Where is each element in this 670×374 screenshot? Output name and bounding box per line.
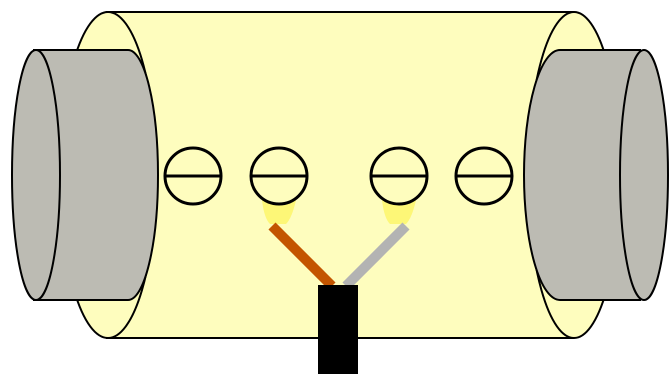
right-pipe-shell xyxy=(523,49,641,301)
slotted-screw-icon xyxy=(163,146,223,206)
right-pipe xyxy=(523,49,669,301)
right-pipe-face xyxy=(619,49,669,301)
screws xyxy=(163,146,514,206)
left-pipe-shell xyxy=(33,49,159,301)
terminal-pad-right xyxy=(382,200,416,224)
wire-grey xyxy=(342,222,410,290)
wires xyxy=(268,222,410,290)
left-pipe xyxy=(11,49,159,301)
terminal-pad-left xyxy=(262,200,296,224)
slotted-screw-icon xyxy=(369,146,429,206)
black-cable xyxy=(318,285,358,374)
slotted-screw-icon xyxy=(249,146,309,206)
connector-body-shape xyxy=(106,12,574,338)
terminal-pads xyxy=(262,200,416,224)
slotted-screw-icon xyxy=(454,146,514,206)
left-pipe-face xyxy=(11,49,61,301)
wire-brown xyxy=(268,222,336,290)
